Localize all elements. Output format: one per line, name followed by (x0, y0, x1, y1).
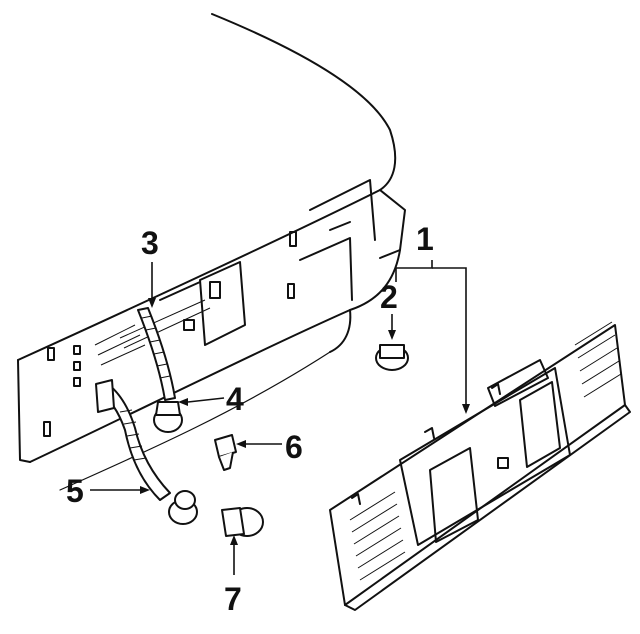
socket-part (153, 401, 183, 433)
wiring-harness (137, 307, 176, 401)
callout-4: 4 (226, 381, 244, 417)
nut-part (375, 344, 409, 371)
small-bulb (214, 434, 237, 471)
callout-7: 7 (224, 581, 242, 617)
callout-6: 6 (285, 429, 303, 465)
leader-lines (90, 260, 470, 575)
lamp-assembly (329, 321, 631, 611)
callout-2: 2 (380, 279, 398, 315)
pigtail-harness (95, 379, 198, 525)
vehicle-body (17, 13, 406, 491)
callout-3: 3 (141, 225, 159, 261)
callout-5: 5 (66, 473, 84, 509)
bulb-part (221, 507, 264, 537)
callout-1: 1 (416, 221, 434, 257)
